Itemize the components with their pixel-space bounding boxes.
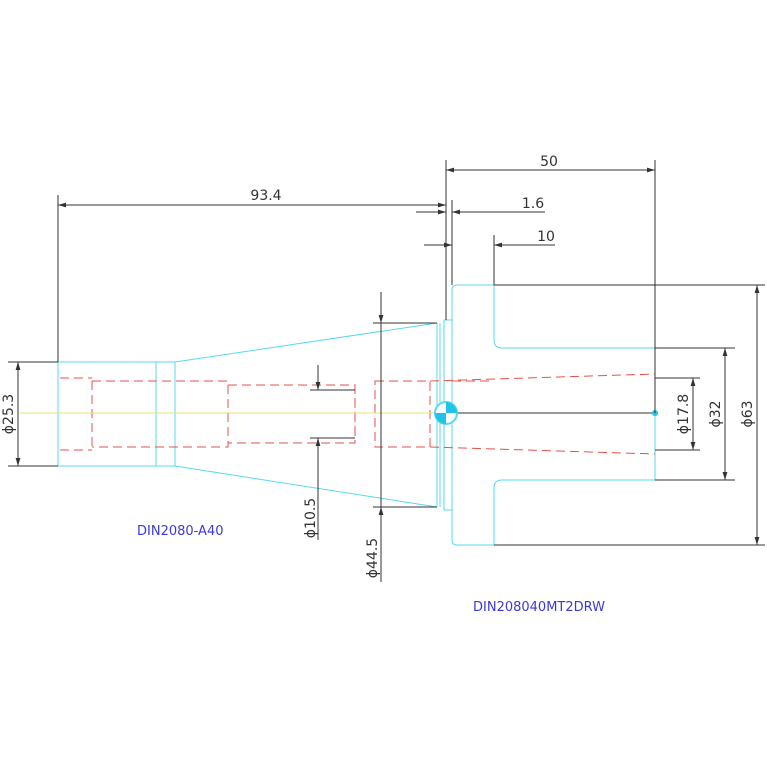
dim-50: 50 — [445, 154, 656, 413]
dim-phi-17-8: ϕ17.8 — [655, 377, 700, 451]
dim-1-6: 1.6 — [416, 196, 545, 285]
left-part-outline — [57, 320, 445, 510]
dim-phi-32-text: ϕ32 — [708, 400, 724, 427]
dim-phi-17-8-text: ϕ17.8 — [676, 394, 692, 434]
dim-phi-10-5-text: ϕ10.5 — [303, 498, 319, 538]
dim-10-text: 10 — [537, 229, 555, 245]
dim-10: 10 — [424, 229, 555, 285]
dim-phi-44-5: ϕ44.5 — [365, 292, 437, 582]
right-part-label: DIN208040MT2DRW — [473, 600, 605, 615]
dim-phi-10-5: ϕ10.5 — [303, 365, 355, 540]
dim-phi-32: ϕ32 — [655, 347, 735, 481]
dim-phi-25-3-text: ϕ25.3 — [1, 394, 17, 434]
dim-phi-63: ϕ63 — [494, 284, 765, 546]
dim-93-4-text: 93.4 — [250, 188, 281, 204]
left-part-label: DIN2080-A40 — [137, 524, 224, 539]
dim-93-4: 93.4 — [57, 188, 446, 362]
dim-1-6-text: 1.6 — [522, 196, 544, 212]
dim-50-text: 50 — [540, 154, 558, 170]
right-part-outline — [444, 284, 656, 546]
dim-phi-63-text: ϕ63 — [740, 400, 756, 427]
dim-phi-25-3: ϕ25.3 — [1, 361, 58, 467]
junction-marker — [434, 401, 658, 425]
hidden-lines — [60, 373, 656, 455]
dim-phi-44-5-text: ϕ44.5 — [365, 538, 381, 578]
